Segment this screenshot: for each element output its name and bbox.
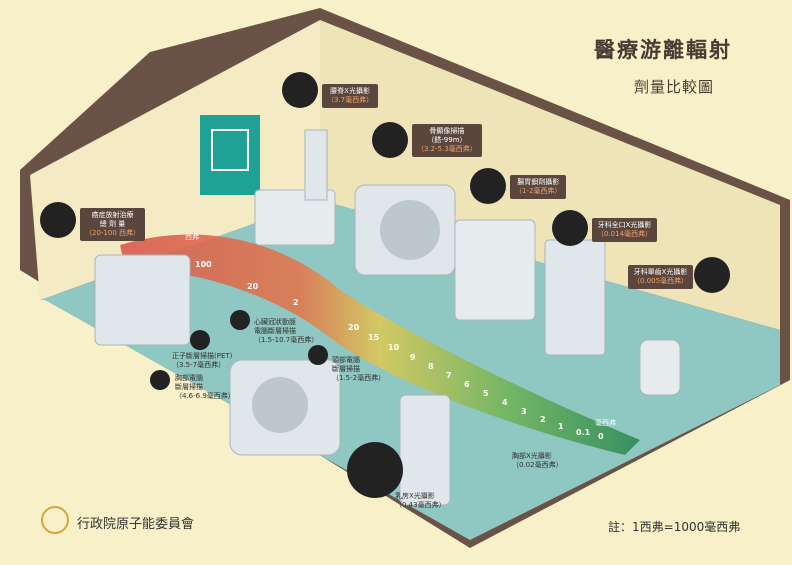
label-radiotherapy: 癌症放射治療總 劑 量（20-100 西弗） [80, 208, 146, 241]
mammo-thumb [347, 442, 403, 498]
scale-tick-sv-2: 2 [293, 298, 299, 307]
scale-tick-msv-8: 8 [428, 362, 434, 371]
chest-ct-thumb [150, 370, 170, 390]
label-gi-barium: 腸胃鋇劑攝影（1-2毫西弗） [510, 175, 567, 199]
lumbar-image-thumb [282, 72, 318, 108]
dental-chair [639, 339, 681, 396]
xray-arm-lumbar [304, 129, 328, 201]
scale-tick-sv-20: 20 [247, 282, 259, 291]
org-logo-icon [41, 506, 69, 534]
label-mammography: 乳房X光攝影（0.43毫西弗） [395, 492, 446, 509]
scale-tick-msv-2: 2 [540, 415, 546, 424]
label-pet: 正子斷層掃描(PET)（3.5-7毫西弗） [172, 352, 233, 369]
page-title: 醫療游離輻射 [594, 38, 732, 62]
cardiac-thumb [230, 310, 250, 330]
scale-tick-msv-15: 15 [368, 333, 380, 342]
label-dental-pano: 牙科全口X光攝影（0.014毫西弗） [592, 218, 658, 242]
scale-tick-msv-0: 0 [598, 432, 604, 441]
scale-tick-msv-6: 6 [464, 380, 470, 389]
dose-gradient-band [120, 234, 640, 455]
scale-tick-msv-9: 9 [410, 353, 416, 362]
scale-tick-msv-0.1: 0.1 [576, 428, 591, 437]
xray-table-lumbar [254, 189, 336, 246]
head-ct-thumb [308, 345, 328, 365]
scale-tick-msv-4: 4 [502, 398, 508, 407]
unit-note: 註：1西弗=1000毫西弗 [608, 520, 741, 534]
scale-tick-msv-20: 20 [348, 323, 360, 332]
radiotherapy-thumb [40, 202, 76, 238]
dental-single-thumb [694, 257, 730, 293]
label-dental-single: 牙科單齒X光攝影（0.005毫西弗） [628, 265, 694, 289]
radiation-sign [200, 115, 260, 195]
org-name: 行政院原子能委員會 [77, 517, 195, 532]
mammography-machine [399, 394, 451, 506]
scale-tick-msv-3: 3 [521, 407, 527, 416]
scale-tick-msv-5: 5 [483, 389, 489, 398]
scale-tick-msv-1: 1 [558, 422, 564, 431]
scale-tick-msv-7: 7 [446, 371, 452, 380]
label-bone-scan: 骨顯像掃描（鎝-99m）（3.2-5.3毫西弗） [412, 124, 482, 157]
gi-image-thumb [470, 168, 506, 204]
page-subtitle: 劑量比較圖 [634, 78, 715, 96]
scale-tick-sv-100: 100 [195, 260, 212, 269]
scale-tick-msv-10: 10 [388, 343, 400, 352]
label-chest-xray: 胸部X光攝影（0.02毫西弗） [512, 452, 563, 469]
label-chest-ct: 胸部電腦斷層掃描（4.6-6.9毫西弗） [175, 374, 235, 400]
dental-pano-machine [544, 239, 606, 356]
pet-thumb [190, 330, 210, 350]
dental-pano-thumb [552, 210, 588, 246]
gi-xray-table [454, 219, 536, 321]
label-head-ct: 頭部電腦斷層掃描（1.5-2毫西弗） [332, 356, 386, 382]
label-cardiac-ct: 心臟冠狀動脈電腦斷層掃描（1.5-10.7毫西弗） [254, 318, 319, 344]
radiotherapy-machine [94, 254, 191, 346]
sievert-unit-label: 西弗 [185, 233, 199, 241]
label-lumbar-xray: 腰脊X光攝影（3.7毫西弗） [322, 84, 379, 108]
bone-scan-thumb [372, 122, 408, 158]
millisievert-unit-label: 毫西弗 [595, 419, 616, 427]
